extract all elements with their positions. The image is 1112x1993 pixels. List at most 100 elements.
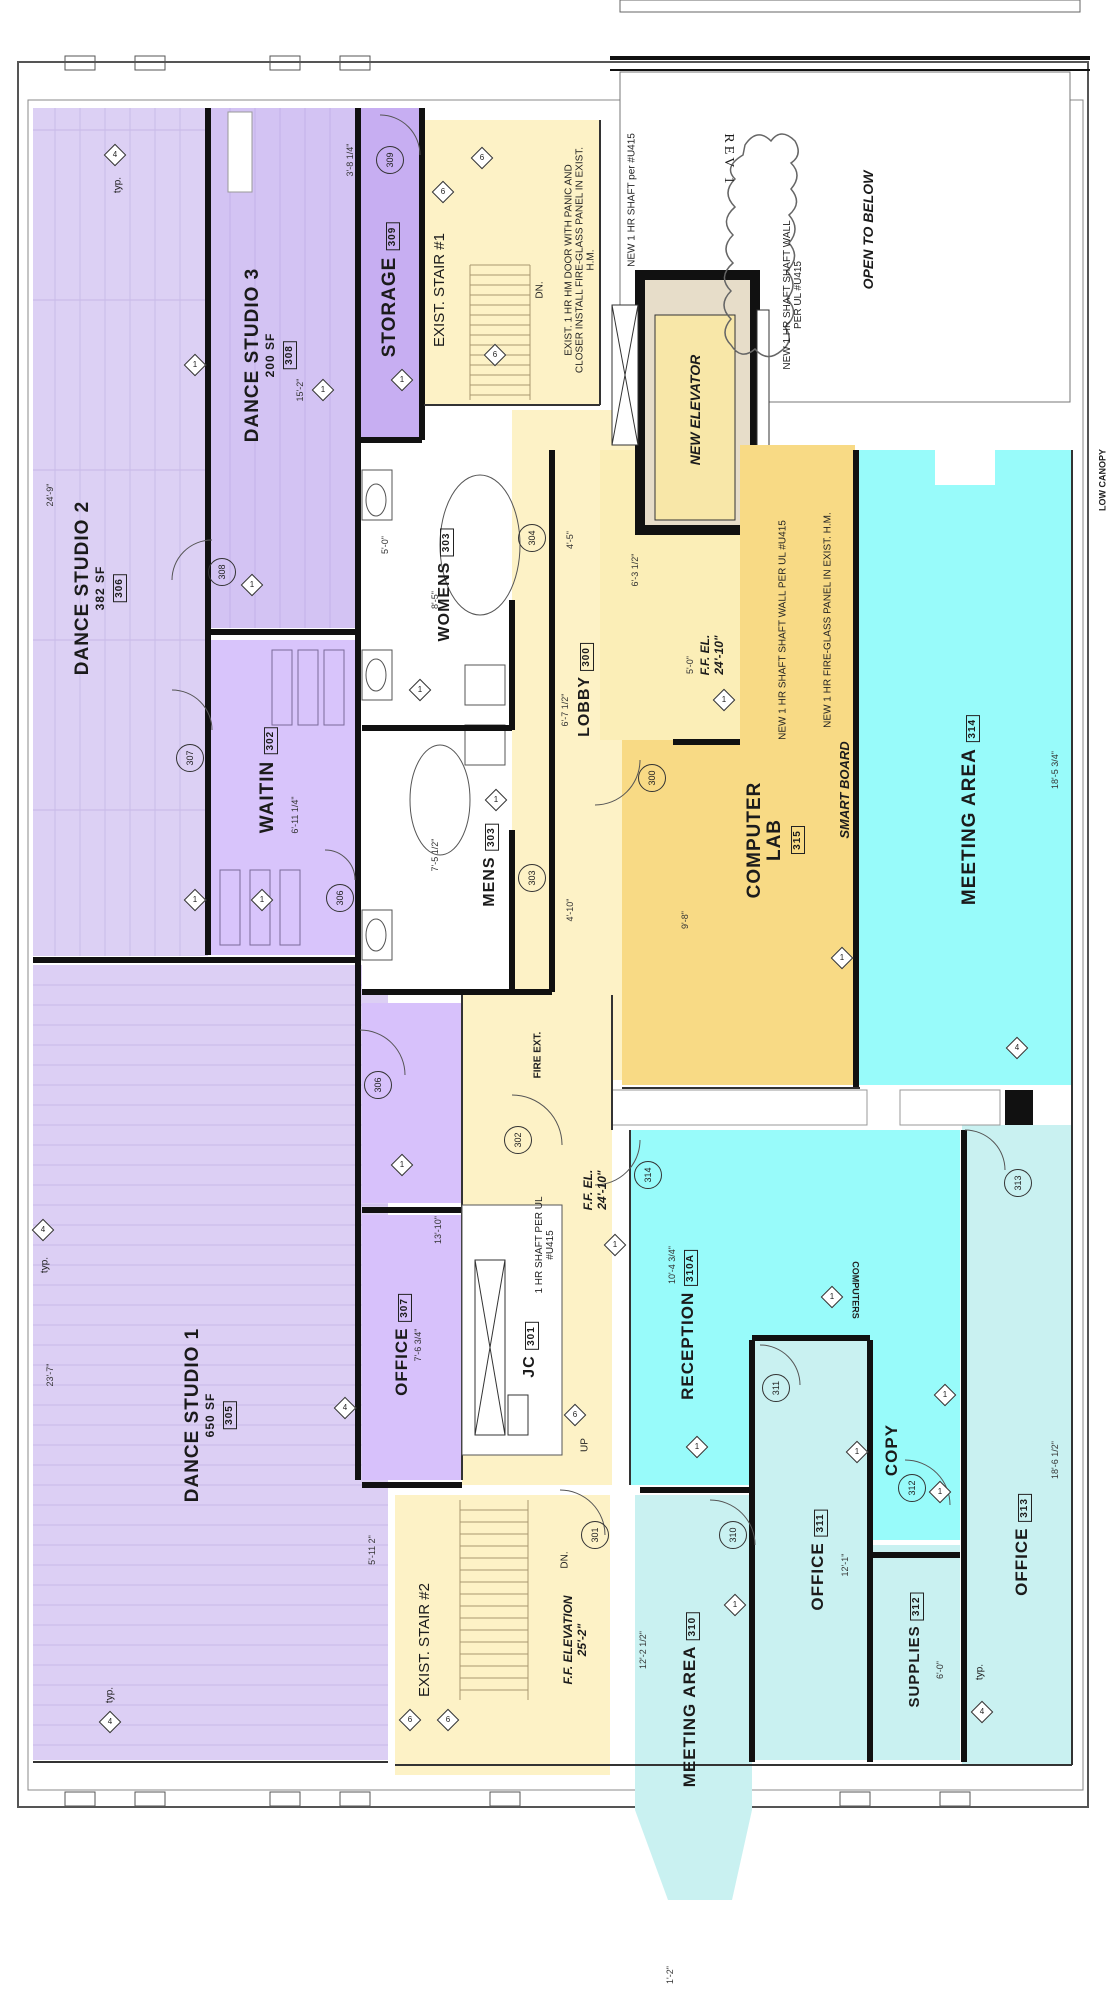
label-supplies: SUPPLIES 312 [905,1592,925,1708]
room-copy [870,1330,960,1540]
room-number: 303 [485,823,499,851]
label-dance-studio-3: DANCE STUDIO 3 200 SF 308 [242,268,297,442]
room-supplies [872,1545,960,1760]
dim-8-5: 8'-5" [430,591,440,609]
dim-12-2: 12'-2 1/2" [638,1631,648,1669]
door-tag-number: 304 [527,530,537,546]
label-dance-studio-2: DANCE STUDIO 2 382 SF 306 [72,500,127,676]
label-copy: COPY [882,1424,902,1476]
note-typ-3: typ. [105,1687,116,1703]
dim-23-7: 23'-7" [45,1364,55,1387]
dim-text: 24'-9" [45,483,55,507]
room-number: 303 [440,528,454,557]
room-name: OFFICE [392,1327,411,1396]
room-computer-lab [622,740,854,1085]
dim-text: 10'-4 3/4" [667,1246,677,1284]
note-text: NEW 1 HR SHAFT SHAFT WALL PER UL #U415 [777,520,789,740]
room-waitin [208,640,358,955]
note-text: typ. [104,1686,116,1704]
note-fire-glass-lab: NEW 1 HR FIRE-GLASS PANEL IN EXIST. H.M. [823,505,834,735]
door-tag-number: 300 [647,770,657,786]
door-tag-number: 312 [907,1480,917,1496]
label-office-311: OFFICE 311 [808,1509,828,1611]
label-mens: MENS 303 [480,823,500,907]
dim-text: 6'-11 1/4" [290,796,300,834]
room-office-306 [362,1003,462,1203]
dim-24-9: 24'-9" [45,484,55,507]
elevator-car [654,314,736,521]
building-outline [17,61,1089,1808]
note-text: COMPUTERS [850,1261,861,1319]
note-dn-stair-2: DN. [560,1551,571,1568]
label-exist-stair-2: EXIST. STAIR #2 [416,1583,433,1697]
dim-4-5: 4'-5" [565,531,575,549]
room-office-307 [362,1215,462,1480]
dim-text: 3'-8 1/4" [345,143,355,177]
room-meeting-area-310 [635,1495,752,1900]
dim-text: 15'-2" [295,378,305,402]
note-low-canopy: LOW CANOPY [1098,449,1109,511]
room-name: OFFICE [808,1542,827,1611]
dim-text: 23'-7" [45,1363,55,1387]
dim-text: 4'-5" [565,531,575,549]
room-name: COMPUTER LAB [744,781,785,899]
note-shaft-lab: NEW 1 HR SHAFT SHAFT WALL PER UL #U415 [778,515,789,745]
room-name: MEETING AREA [680,1646,699,1788]
room-name: DANCE STUDIO 2 [72,500,93,676]
dim-5-0b: 5'-0" [685,656,695,674]
dim-10-4: 10'-4 3/4" [667,1246,677,1284]
dim-18-5: 18'-5 3/4" [1050,751,1060,789]
dim-4-10: 4'-10" [565,899,575,922]
note-fire-ext: FIRE EXT. [533,1030,544,1080]
dim-6-3: 6'-3 1/2" [630,554,640,587]
room-name: SUPPLIES [906,1625,923,1708]
door-tag-309: 309 [376,146,404,174]
door-tag-314: 314 [634,1161,662,1189]
label-womens: WOMENS 303 [435,528,455,641]
door-tag-300: 300 [638,764,666,792]
room-name: STORAGE [379,256,400,358]
note-text: typ. [39,1256,51,1274]
room-exist-stair-1 [424,120,599,405]
note-ff-el-top: F.F. EL. 24'-10" [698,615,726,695]
note-text: NEW 1 HR SHAFT SHAFT WALL PER UL #U415 [782,220,804,370]
door-tag-302: 302 [504,1126,532,1154]
dim-text: 6'-7 1/2" [560,693,570,727]
dim-text: 7'-6 3/4" [413,1328,423,1362]
dim-15-2: 15'-2" [295,379,305,402]
room-dance-studio-2 [33,108,208,956]
room-computer-lab-upper [740,445,855,745]
label-meeting-area-314: MEETING AREA 314 [959,714,980,905]
note-ff-el-mid: F.F. EL. 24'-10" [581,1150,609,1230]
door-tag-number: 313 [1013,1175,1023,1191]
note-shaft-top: NEW 1 HR SHAFT per #U415 [627,125,638,275]
door-tag-307: 307 [176,744,204,772]
room-dance-studio-1 [33,965,388,1760]
room-name: DANCE STUDIO 1 [182,1327,203,1503]
room-exist-stair-2 [395,1495,610,1775]
top-edge-structure [619,0,1081,13]
dim-text: 5'-0" [380,536,390,554]
label-computer-lab: COMPUTER LAB 315 [744,765,805,915]
note-typ-1: typ. [113,177,124,193]
dim-text: 5'-11 2" [367,1535,377,1565]
dim-text: 1'-2" [665,1966,675,1984]
label-new-elevator: NEW ELEVATOR [687,355,703,465]
label-reception: RECEPTION 310A [678,1250,698,1400]
note-text: LOW CANOPY [1097,449,1108,511]
room-number: 315 [791,826,805,854]
note-text: NEW 1 HR FIRE-GLASS PANEL IN EXIST. H.M. [822,512,834,728]
room-name: RECEPTION [678,1291,697,1400]
note-text: EXIST. 1 HR HM DOOR WITH PANIC AND CLOSE… [563,146,597,374]
label-open-to-below: OPEN TO BELOW [860,171,876,290]
dim-6-7: 6'-7 1/2" [560,694,570,727]
note-typ-2: typ. [40,1257,51,1273]
note-text: F.F. EL. 24'-10" [698,634,726,676]
note-ff-elevation: F.F. ELEVATION 25'-2" [561,1585,589,1695]
room-storage [360,108,422,438]
door-tag-number: 314 [643,1167,653,1183]
label-storage: STORAGE 309 [379,222,400,358]
room-number: 314 [966,714,980,743]
